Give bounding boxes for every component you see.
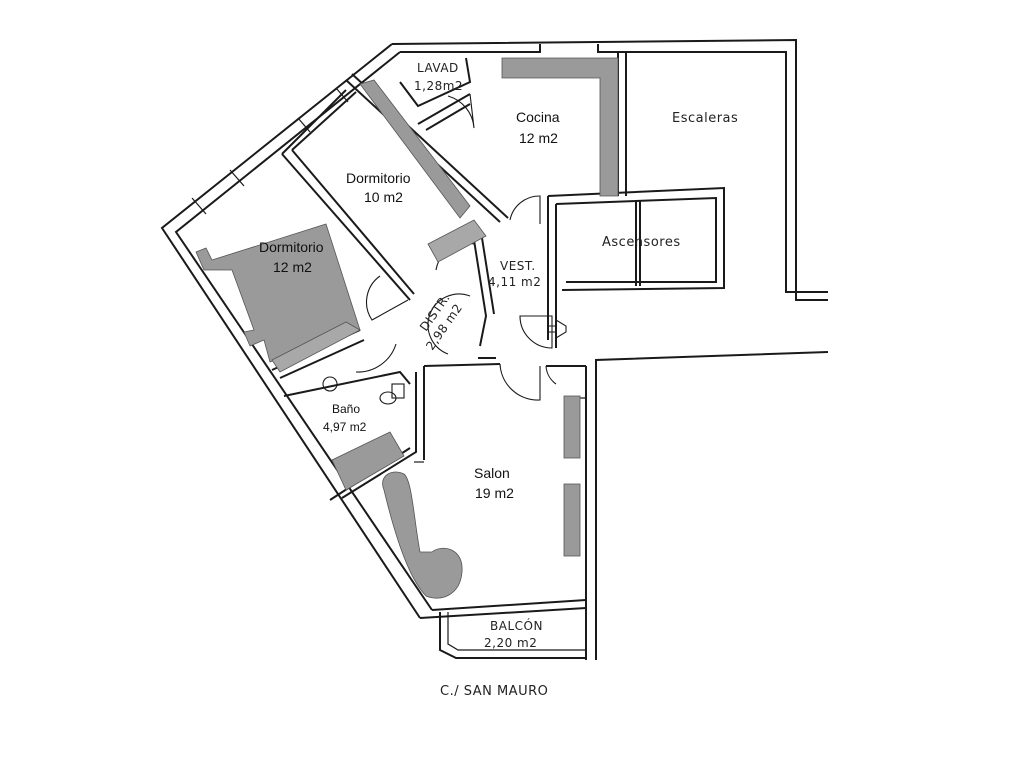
cocina-name: Cocina bbox=[516, 109, 560, 125]
balcon-area: 2,20 m2 bbox=[484, 636, 537, 650]
furniture bbox=[195, 57, 619, 599]
sofa bbox=[382, 471, 463, 599]
bed-dorm2 bbox=[195, 223, 361, 363]
windows bbox=[191, 44, 599, 399]
lavad-name: LAVAD bbox=[417, 61, 459, 75]
dorm1-name: Dormitorio bbox=[346, 170, 411, 186]
bano-area: 4,97 m2 bbox=[323, 420, 367, 434]
wardrobe-dorm1 bbox=[359, 79, 471, 219]
salon-area: 19 m2 bbox=[475, 485, 514, 501]
wardrobe-dorm2 bbox=[271, 321, 361, 373]
kitchen-counter bbox=[501, 57, 619, 197]
dorm2-area: 12 m2 bbox=[273, 259, 312, 275]
salon-name: Salon bbox=[474, 465, 510, 481]
bano-name: Baño bbox=[332, 402, 360, 416]
bathtub bbox=[331, 431, 405, 491]
dorm1-area: 10 m2 bbox=[364, 189, 403, 205]
outer-walls bbox=[160, 38, 829, 660]
vest-area: 4,11 m2 bbox=[488, 275, 541, 289]
vest-name: VEST. bbox=[500, 259, 536, 273]
ascensores-name: Ascensores bbox=[602, 235, 681, 250]
room-labels: LAVAD 1,28m2 Cocina 12 m2 Escaleras Dorm… bbox=[259, 61, 738, 699]
street-label: C./ SAN MAURO bbox=[440, 684, 548, 699]
lavad-area: 1,28m2 bbox=[414, 79, 463, 93]
window-panel-bottom bbox=[563, 483, 581, 557]
sink-icon bbox=[322, 376, 338, 392]
balcon-name: BALCÓN bbox=[490, 618, 543, 633]
cocina-area: 12 m2 bbox=[519, 130, 558, 146]
desk-dorm1 bbox=[427, 219, 487, 263]
escaleras-name: Escaleras bbox=[672, 111, 738, 126]
entrance-arrow-icon bbox=[547, 319, 567, 339]
doors bbox=[355, 93, 557, 401]
window-panel-top bbox=[563, 395, 581, 459]
dorm2-name: Dormitorio bbox=[259, 239, 324, 255]
